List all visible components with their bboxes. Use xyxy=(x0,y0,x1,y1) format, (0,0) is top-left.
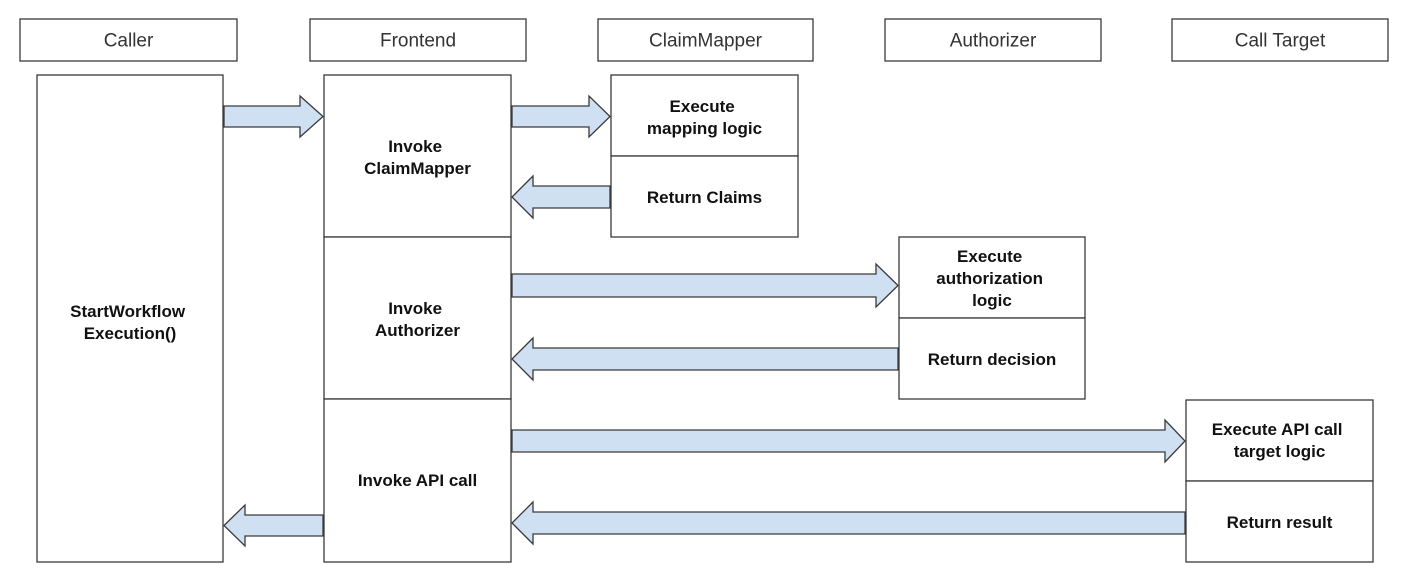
return-decision-label: Return decision xyxy=(928,350,1056,369)
invoke-authorizer-label: Invoke Authorizer xyxy=(375,299,460,340)
return-claims-label: Return Claims xyxy=(647,188,762,207)
invoke-api-call-label: Invoke API call xyxy=(358,471,477,490)
return-result-box: Return result xyxy=(1185,480,1374,563)
lane-header-call-target-label: Call Target xyxy=(1235,31,1326,52)
invoke-api-call-box: Invoke API call xyxy=(323,398,512,563)
arrow-frontend-to-call-target xyxy=(511,418,1186,464)
lane-header-caller-label: Caller xyxy=(104,31,154,52)
arrow-return-claims xyxy=(511,174,611,220)
execute-api-call-target-logic-box: Execute API call target logic xyxy=(1185,399,1374,482)
arrow-return-result xyxy=(511,500,1186,546)
execute-authorization-logic-box: Execute authorization logic xyxy=(898,236,1086,319)
arrow-frontend-to-claim-mapper xyxy=(511,94,611,139)
invoke-authorizer-box: Invoke Authorizer xyxy=(323,236,512,400)
lane-header-authorizer-label: Authorizer xyxy=(950,31,1037,52)
execute-authorization-logic-label: Execute authorization logic xyxy=(936,247,1047,310)
invoke-claim-mapper-label: Invoke ClaimMapper xyxy=(364,137,471,178)
lane-header-call-target: Call Target xyxy=(1171,18,1389,62)
lane-header-authorizer: Authorizer xyxy=(884,18,1102,62)
arrow-frontend-to-caller xyxy=(223,503,324,548)
execute-api-call-target-logic-label: Execute API call target logic xyxy=(1212,420,1347,461)
lane-header-claim-mapper: ClaimMapper xyxy=(597,18,814,62)
lane-header-frontend-label: Frontend xyxy=(380,31,456,52)
lane-header-caller: Caller xyxy=(19,18,238,62)
arrow-return-decision xyxy=(511,336,899,382)
lane-header-frontend: Frontend xyxy=(309,18,527,62)
arrow-caller-to-frontend xyxy=(223,94,324,139)
execute-mapping-logic-label: Execute mapping logic xyxy=(647,97,762,138)
caller-activation-label: StartWorkflow Execution() xyxy=(70,302,190,343)
return-claims-box: Return Claims xyxy=(610,155,799,238)
caller-activation-box: StartWorkflow Execution() xyxy=(36,74,224,563)
execute-mapping-logic-box: Execute mapping logic xyxy=(610,74,799,157)
lane-header-claim-mapper-label: ClaimMapper xyxy=(649,31,763,52)
invoke-claim-mapper-box: Invoke ClaimMapper xyxy=(323,74,512,238)
return-decision-box: Return decision xyxy=(898,317,1086,400)
arrow-frontend-to-authorizer xyxy=(511,262,899,309)
return-result-label: Return result xyxy=(1227,513,1333,532)
